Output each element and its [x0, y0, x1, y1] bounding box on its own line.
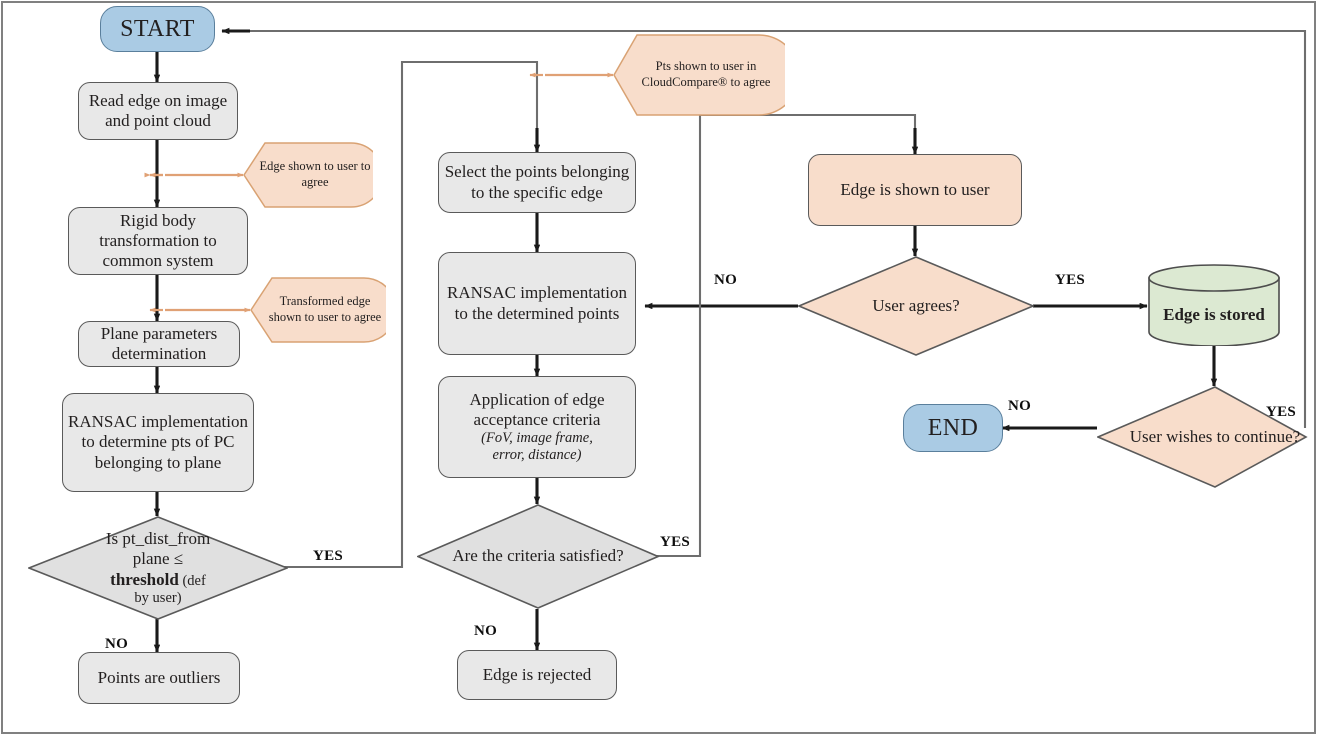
node-ransac-plane[interactable]: RANSAC implementation to determine pts o… — [62, 393, 254, 492]
callout-transformed-edge-label: Transformed edge shown to user to agree — [268, 294, 382, 324]
edge-label-user-agrees-yes: YES — [1055, 272, 1086, 288]
callout-pts-cloudcompare: Pts shown to user in CloudCompare® to ag… — [613, 33, 785, 117]
node-ransac-points[interactable]: RANSAC implementation to the determined … — [438, 252, 636, 355]
node-select-points[interactable]: Select the points belonging to the speci… — [438, 152, 636, 213]
callout-edge-shown-agree: Edge shown to user to agree — [243, 141, 373, 209]
node-edge-rejected[interactable]: Edge is rejected — [457, 650, 617, 700]
edge-label-criteria-yes: YES — [660, 534, 691, 550]
edge-label-pt-dist-no: NO — [105, 636, 129, 652]
node-start[interactable]: START — [100, 6, 215, 52]
node-pt-dist-decision[interactable]: Is pt_dist_from plane ≤ threshold (def b… — [28, 516, 288, 620]
node-user-continue-decision[interactable]: User wishes to continue? — [1097, 386, 1319, 488]
node-edge-shown-to-user[interactable]: Edge is shown to user — [808, 154, 1022, 226]
pt-dist-decision-label: Is pt_dist_from plane ≤ threshold (def b… — [105, 528, 211, 606]
node-edge-stored[interactable]: Edge is stored — [1147, 264, 1281, 346]
node-end[interactable]: END — [903, 404, 1003, 452]
node-plane-parameters[interactable]: Plane parameters determination — [78, 321, 240, 367]
edge-stored-label: Edge is stored — [1163, 305, 1265, 324]
edge-label-continue-yes: YES — [1266, 404, 1297, 420]
callout-pts-cloudcompare-label: Pts shown to user in CloudCompare® to ag… — [641, 59, 771, 89]
node-user-agrees-decision[interactable]: User agrees? — [798, 256, 1034, 356]
node-rigid-body[interactable]: Rigid body transformation to common syst… — [68, 207, 248, 275]
edge-label-user-agrees-no: NO — [714, 272, 738, 288]
node-points-outliers[interactable]: Points are outliers — [78, 652, 240, 704]
node-read-edge[interactable]: Read edge on image and point cloud — [78, 82, 238, 140]
user-continue-label: User wishes to continue? — [1129, 426, 1301, 446]
node-criteria-decision[interactable]: Are the criteria satisfied? — [417, 504, 659, 609]
callout-transformed-edge: Transformed edge shown to user to agree — [250, 276, 386, 344]
callout-edge-shown-agree-label: Edge shown to user to agree — [259, 159, 371, 189]
edge-label-pt-dist-yes: YES — [313, 548, 344, 564]
edge-label-continue-no: NO — [1008, 398, 1032, 414]
node-edge-criteria[interactable]: Application of edge acceptance criteria … — [438, 376, 636, 478]
user-agrees-label: User agrees? — [872, 295, 960, 315]
criteria-decision-label: Are the criteria satisfied? — [452, 546, 624, 566]
edge-label-criteria-no: NO — [474, 623, 498, 639]
